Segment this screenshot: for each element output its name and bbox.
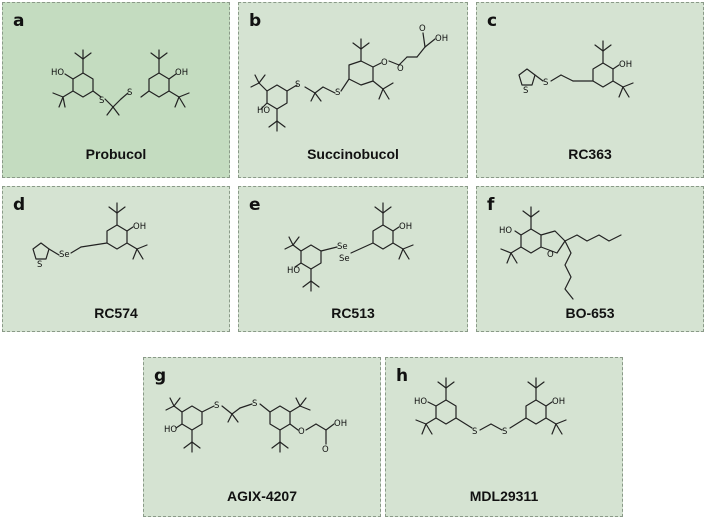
probucol-structure: HO OH S S xyxy=(51,49,190,116)
agix4207-structure: HO S S O OH O xyxy=(164,397,347,455)
svg-text:S: S xyxy=(99,96,104,106)
svg-text:OH: OH xyxy=(133,222,146,232)
svg-text:HO: HO xyxy=(51,68,64,78)
svg-text:O: O xyxy=(322,445,329,455)
rc363-structure: S S OH xyxy=(518,40,634,98)
svg-text:S: S xyxy=(295,80,300,90)
panel-letter: b xyxy=(249,11,262,31)
compound-name: RC363 xyxy=(568,146,612,162)
svg-text:S: S xyxy=(543,78,548,88)
compound-name: RC513 xyxy=(331,305,375,321)
panel-letter: d xyxy=(13,195,26,215)
rc574-structure: S Se OH xyxy=(32,202,148,270)
svg-text:Se: Se xyxy=(59,250,70,260)
svg-text:Se: Se xyxy=(337,242,348,252)
panel-e: e HO Se Se OH RC513 xyxy=(238,186,468,332)
mdl29311-structure: HO S S OH xyxy=(414,377,567,437)
panel-letter: e xyxy=(249,195,261,215)
svg-text:S: S xyxy=(252,399,257,409)
svg-text:Se: Se xyxy=(339,254,350,264)
svg-text:OH: OH xyxy=(552,397,565,407)
svg-text:S: S xyxy=(127,88,132,98)
panel-letter: f xyxy=(487,195,495,215)
svg-text:HO: HO xyxy=(287,266,300,276)
svg-text:OH: OH xyxy=(619,60,632,70)
panel-c: c S S OH RC363 xyxy=(476,2,704,178)
panel-b: b HO S S O O OH O Succinobucol xyxy=(238,2,468,178)
svg-text:O: O xyxy=(547,250,554,260)
svg-text:OH: OH xyxy=(435,34,448,44)
svg-text:O: O xyxy=(397,64,404,74)
panel-d: d S Se OH RC574 xyxy=(2,186,230,332)
svg-text:HO: HO xyxy=(499,226,512,236)
panel-letter: h xyxy=(396,366,409,386)
svg-text:OH: OH xyxy=(334,419,347,429)
panel-letter: c xyxy=(487,11,498,31)
rc513-structure: HO Se Se OH xyxy=(284,202,414,292)
svg-text:HO: HO xyxy=(414,397,427,407)
svg-text:OH: OH xyxy=(175,68,188,78)
svg-text:S: S xyxy=(523,86,528,96)
panel-h: h HO S S OH MDL29311 xyxy=(385,357,623,517)
panel-g: g HO S S O OH O AGIX-4207 xyxy=(143,357,381,517)
compound-name: BO-653 xyxy=(565,305,615,321)
svg-text:HO: HO xyxy=(257,106,270,116)
svg-text:OH: OH xyxy=(399,222,412,232)
svg-text:S: S xyxy=(335,88,340,98)
svg-text:O: O xyxy=(419,24,426,34)
compound-name: MDL29311 xyxy=(469,488,539,504)
panel-a: a HO OH S S Probucol xyxy=(2,2,230,178)
compound-name: AGIX-4207 xyxy=(226,488,298,504)
svg-text:O: O xyxy=(298,427,305,437)
panel-letter: a xyxy=(13,11,25,31)
svg-text:S: S xyxy=(472,427,477,437)
bo653-structure: HO O xyxy=(499,206,622,300)
svg-text:O: O xyxy=(381,58,388,68)
compound-name: Probucol xyxy=(85,146,147,162)
compound-name: RC574 xyxy=(94,305,138,321)
succinobucol-structure: HO S S O O OH O xyxy=(250,24,448,132)
svg-text:S: S xyxy=(214,401,219,411)
svg-text:S: S xyxy=(502,427,507,437)
compound-name: Succinobucol xyxy=(307,146,399,162)
panel-f: f HO O BO-653 xyxy=(476,186,704,332)
svg-text:S: S xyxy=(37,260,42,270)
svg-text:HO: HO xyxy=(164,425,177,435)
panel-letter: g xyxy=(154,366,167,386)
